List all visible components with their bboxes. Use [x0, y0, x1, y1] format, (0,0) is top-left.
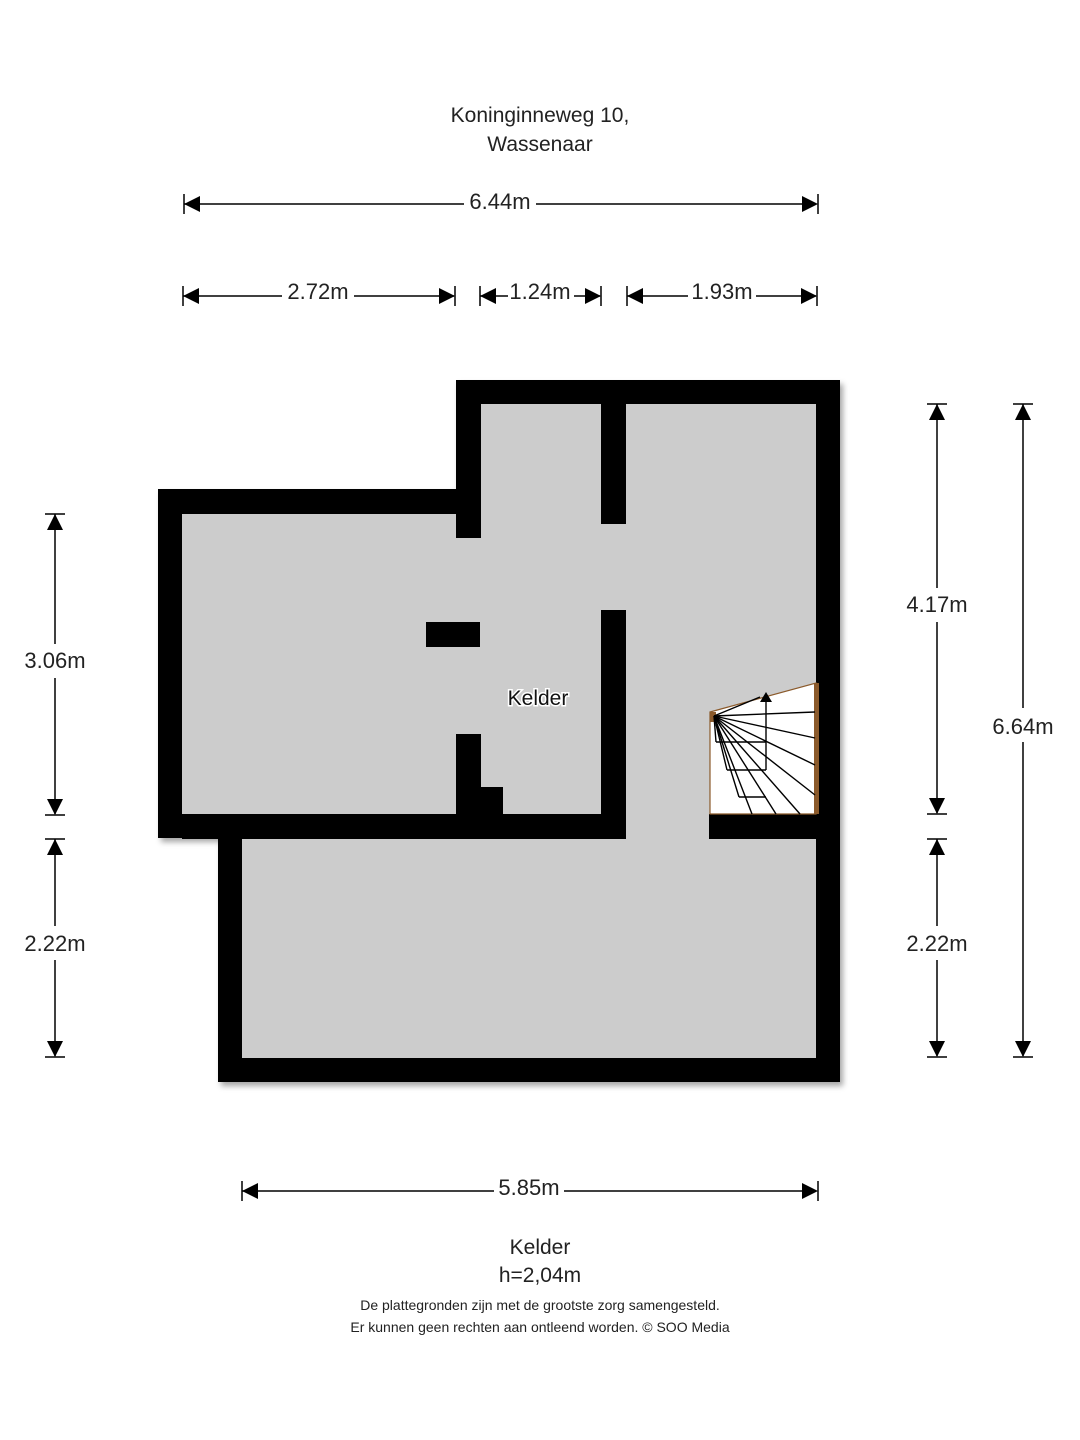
- dimension-right-upper: 4.17m: [906, 403, 968, 815]
- dimension-bottom-total: 5.85m: [241, 1175, 819, 1201]
- dimension-label: 2.72m: [287, 279, 348, 304]
- dimension-label: 4.17m: [906, 592, 967, 617]
- dimension-top-b: 1.24m: [479, 279, 602, 306]
- staircase: [709, 682, 819, 815]
- dimension-top-total: 6.44m: [183, 189, 819, 214]
- dimension-left-lower: 2.22m: [24, 838, 86, 1058]
- dimension-label: 2.22m: [906, 931, 967, 956]
- address-line-2: Wassenaar: [487, 133, 593, 156]
- dimension-right-lower: 2.22m: [906, 838, 968, 1058]
- dimension-top-c: 1.93m: [626, 279, 818, 306]
- dimension-label: 3.06m: [24, 648, 85, 673]
- address-line-1: Koninginneweg 10,: [450, 104, 630, 127]
- disclaimer-line-2: Er kunnen geen rechten aan ontleend word…: [350, 1319, 730, 1335]
- dimension-right-total: 6.64m: [992, 403, 1054, 1058]
- room-label: Kelder: [508, 687, 569, 710]
- dimension-label: 5.85m: [498, 1175, 559, 1200]
- disclaimer-line-1: De plattegronden zijn met de grootste zo…: [360, 1297, 720, 1313]
- dimension-label: 1.93m: [691, 279, 752, 304]
- ceiling-height: h=2,04m: [498, 1264, 582, 1287]
- dimension-label: 6.44m: [469, 189, 530, 214]
- dimension-left-upper: 3.06m: [24, 513, 86, 816]
- floor-name: Kelder: [509, 1236, 571, 1259]
- dimension-label: 6.64m: [992, 714, 1053, 739]
- floor-area: [182, 404, 816, 1058]
- dimension-top-a: 2.72m: [182, 279, 456, 306]
- interior-walls: [182, 404, 829, 839]
- dimension-label: 1.24m: [509, 279, 570, 304]
- dimension-label: 2.22m: [24, 931, 85, 956]
